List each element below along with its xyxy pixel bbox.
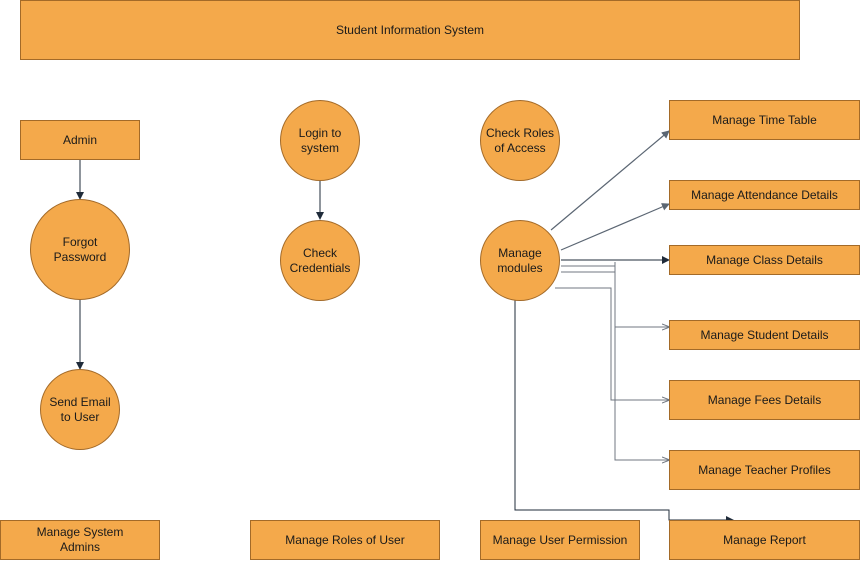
fees-details-label: Manage Fees Details — [707, 392, 822, 407]
edge-modules-to-fees-details — [555, 287, 669, 400]
check-credentials-node: Check Credentials — [280, 220, 360, 301]
edge-modules-to-time-table — [550, 130, 670, 231]
system-title-box: Student Information System — [20, 0, 800, 60]
report-label: Manage Report — [723, 532, 806, 547]
admin-label: Admin — [62, 132, 97, 147]
manage-modules-node: Manage modules — [480, 220, 560, 301]
login-node: Login to system — [280, 100, 360, 181]
manage-modules-label: Manage modules — [497, 245, 543, 275]
time-table-box: Manage Time Table — [669, 100, 860, 140]
forgot-password-node: Forgot Password — [30, 199, 130, 300]
class-details-label: Manage Class Details — [706, 252, 823, 267]
login-label: Login to system — [298, 125, 342, 155]
report-box: Manage Report — [669, 520, 860, 560]
admin-box: Admin — [20, 120, 140, 160]
check-roles-node: Check Roles of Access — [480, 100, 560, 181]
class-details-box: Manage Class Details — [669, 245, 860, 275]
system-title: Student Information System — [335, 22, 485, 37]
check-credentials-label: Check Credentials — [289, 245, 351, 275]
send-email-label: Send Email to User — [49, 394, 111, 424]
forgot-password-label: Forgot Password — [53, 234, 107, 264]
edge-modules-to-attendance — [560, 203, 670, 251]
fees-details-box: Manage Fees Details — [669, 380, 860, 420]
attendance-label: Manage Attendance Details — [691, 187, 838, 202]
user-permission-box: Manage User Permission — [480, 520, 640, 560]
roles-of-user-box: Manage Roles of User — [250, 520, 440, 560]
send-email-node: Send Email to User — [40, 369, 120, 450]
time-table-label: Manage Time Table — [712, 112, 817, 127]
student-details-box: Manage Student Details — [669, 320, 860, 350]
teacher-profiles-label: Manage Teacher Profiles — [698, 462, 831, 477]
edge-modules-to-teacher-profiles — [561, 271, 669, 460]
check-roles-label: Check Roles of Access — [485, 125, 555, 155]
system-admins-label: Manage System Admins — [36, 525, 124, 554]
system-admins-box: Manage System Admins — [0, 520, 160, 560]
teacher-profiles-box: Manage Teacher Profiles — [669, 450, 860, 490]
roles-of-user-label: Manage Roles of User — [285, 532, 405, 547]
user-permission-label: Manage User Permission — [492, 532, 628, 547]
student-details-label: Manage Student Details — [700, 327, 829, 342]
attendance-box: Manage Attendance Details — [669, 180, 860, 210]
